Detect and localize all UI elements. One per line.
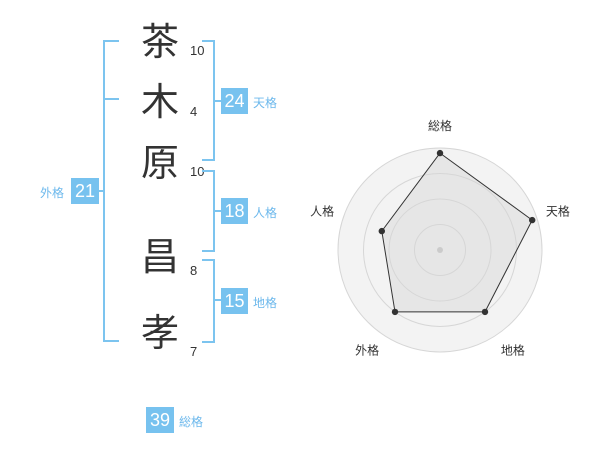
name-char-2: 木 [140, 80, 179, 124]
chikaku-value: 15 [221, 288, 248, 314]
radar-axis-label-4: 外格 [355, 342, 379, 357]
gaikaku-label: 外格 [40, 186, 65, 200]
radar-axis-label-5: 人格 [310, 204, 334, 219]
radar-ring [414, 224, 466, 276]
radar-axis-label-1: 総格 [428, 118, 452, 133]
radar-point-2 [529, 216, 536, 224]
radar-point-4 [391, 308, 399, 316]
stroke-count-1: 10 [190, 43, 205, 58]
stroke-count-3: 10 [190, 164, 205, 179]
tenkaku-connector [213, 100, 221, 102]
chikaku-label: 地格 [253, 296, 278, 310]
name-char-3: 原 [140, 141, 179, 185]
radar-axis-label-3: 地格 [501, 342, 525, 357]
bracket-divider [103, 98, 119, 100]
gaikaku-connector [95, 190, 105, 192]
name-char-1: 茶 [140, 20, 179, 64]
stroke-count-2: 4 [190, 104, 198, 119]
radar-point-5 [378, 227, 385, 235]
stroke-count-4: 8 [190, 263, 198, 278]
soukaku-label: 総格 [179, 415, 204, 429]
tenkaku-label: 天格 [253, 96, 278, 110]
stroke-count-5: 7 [190, 344, 198, 359]
radar-point-3 [481, 308, 489, 316]
chikaku-connector [213, 299, 221, 301]
tenkaku-value: 24 [221, 88, 248, 114]
name-char-4: 昌 [140, 235, 179, 279]
gaikaku-value: 21 [71, 178, 99, 204]
radar-axis-label-2: 天格 [546, 204, 570, 219]
jinkaku-value: 18 [221, 198, 248, 224]
jinkaku-connector [213, 210, 221, 212]
radar-data-polygon [381, 152, 533, 313]
chikaku-bracket [202, 259, 215, 343]
name-char-5: 孝 [140, 311, 179, 355]
soukaku-value: 39 [146, 407, 174, 433]
radar-point-1 [436, 149, 444, 157]
jinkaku-label: 人格 [253, 206, 278, 220]
radar-ring [388, 198, 492, 302]
radar-center-dot [437, 247, 443, 253]
